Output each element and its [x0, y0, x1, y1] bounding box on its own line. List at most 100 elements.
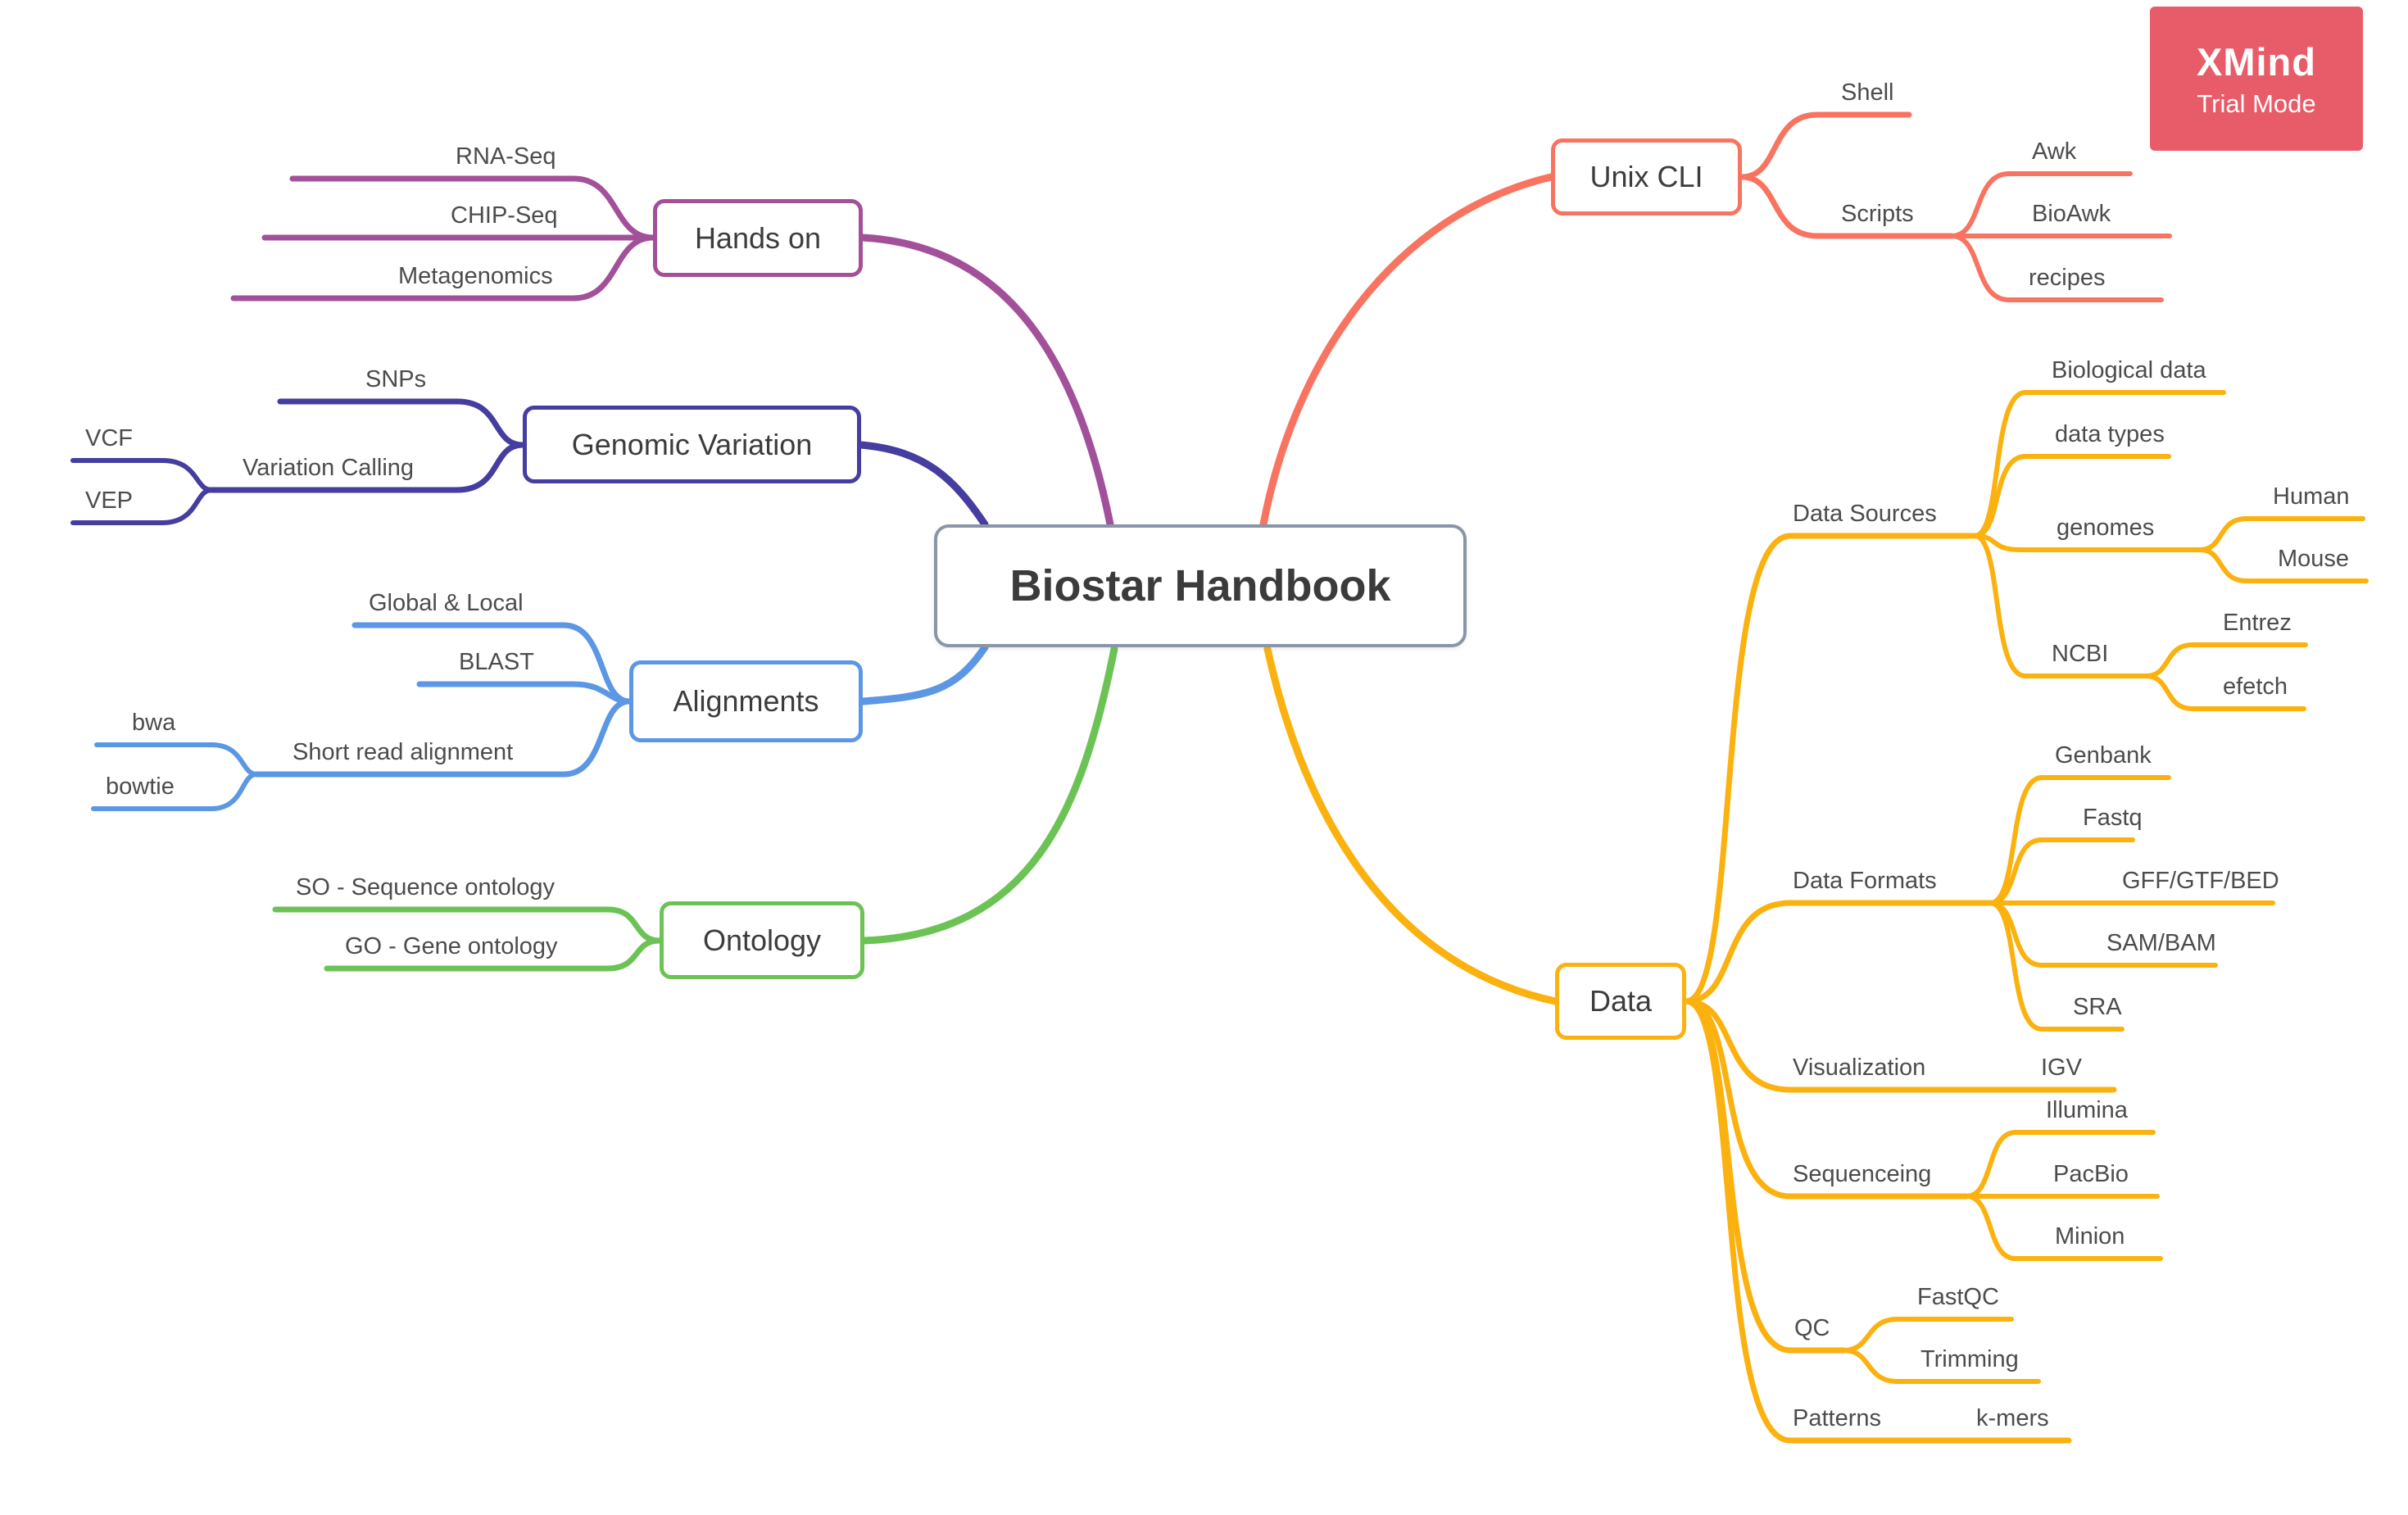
connector-minion — [1964, 1194, 2163, 1261]
topic-k-mers[interactable]: k-mers — [1976, 1405, 2049, 1431]
topic-go-gene-ontology[interactable]: GO - Gene ontology — [345, 933, 558, 959]
topic-igv[interactable]: IGV — [2041, 1055, 2082, 1081]
topic-recipes[interactable]: recipes — [2029, 265, 2106, 291]
connector-short-read-alignment — [253, 698, 633, 778]
topic-visualization[interactable]: Visualization — [1793, 1055, 1926, 1081]
topic-vep[interactable]: VEP — [85, 488, 134, 514]
topic-vcf[interactable]: VCF — [85, 425, 133, 451]
topic-patterns[interactable]: Patterns — [1793, 1405, 1881, 1431]
topic-data-types[interactable]: data types — [2055, 421, 2165, 447]
connector-bwa — [94, 742, 259, 777]
topic-data[interactable]: Data — [1555, 963, 1686, 1040]
connector-efetch — [2143, 674, 2306, 711]
topic-alignments[interactable]: Alignments — [629, 660, 863, 742]
topic-mouse[interactable]: Mouse — [2278, 546, 2350, 572]
topic-data-formats[interactable]: Data Formats — [1793, 868, 1937, 894]
topic-data-sources[interactable]: Data Sources — [1793, 501, 1937, 527]
connector-group-genomic-variation — [70, 398, 989, 528]
topic-entrez[interactable]: Entrez — [2223, 610, 2292, 636]
topic-sam-bam[interactable]: SAM/BAM — [2106, 930, 2216, 956]
topic-biological-data[interactable]: Biological data — [2052, 357, 2206, 383]
connector-sequenceing — [1683, 998, 1970, 1200]
topic-qc[interactable]: QC — [1794, 1315, 1830, 1341]
topic-unix-cli[interactable]: Unix CLI — [1551, 138, 1742, 215]
topic-pacbio[interactable]: PacBio — [2053, 1161, 2129, 1187]
topic-genomes[interactable]: genomes — [2057, 515, 2155, 541]
topic-metagenomics[interactable]: Metagenomics — [398, 263, 553, 289]
connector-genomic-variation-main — [857, 441, 989, 528]
topic-global-local[interactable]: Global & Local — [369, 590, 524, 616]
topic-unix-cli-label: Unix CLI — [1589, 160, 1703, 193]
topic-blast[interactable]: BLAST — [459, 649, 534, 675]
connector-genbank — [1988, 775, 2171, 905]
connector-snps — [277, 398, 526, 448]
topic-variation-calling[interactable]: Variation Calling — [243, 455, 415, 481]
connector-data-formats — [1683, 900, 1993, 1005]
connector-hands-on-main — [859, 234, 1114, 528]
connector-alignments-main — [859, 643, 989, 705]
connector-ncbi — [1972, 533, 2148, 678]
root-topic-label: Biostar Handbook — [1009, 561, 1391, 610]
topic-efetch[interactable]: efetch — [2223, 674, 2288, 700]
connector-vcf — [70, 458, 214, 492]
topic-bioawk[interactable]: BioAwk — [2032, 201, 2111, 227]
topic-fastqc[interactable]: FastQC — [1917, 1284, 1999, 1310]
topic-trimming[interactable]: Trimming — [1921, 1346, 2019, 1372]
connector-group-alignments — [91, 622, 989, 811]
topic-alignments-label: Alignments — [673, 684, 819, 718]
topic-genbank[interactable]: Genbank — [2055, 742, 2152, 769]
topic-awk[interactable]: Awk — [2032, 138, 2077, 165]
topic-scripts[interactable]: Scripts — [1841, 201, 1914, 227]
trial-mode-text: Trial Mode — [2197, 88, 2316, 118]
connector-data-main — [1263, 645, 1559, 1005]
connector-blast — [416, 681, 633, 705]
connector-data-types — [1972, 454, 2171, 538]
topic-chip-seq[interactable]: CHIP-Seq — [451, 202, 558, 229]
connector-entrez — [2143, 642, 2308, 678]
connector-fastqc — [1841, 1317, 2014, 1353]
connector-scripts — [1739, 174, 1955, 239]
connector-metagenomics — [230, 234, 656, 302]
topic-sra[interactable]: SRA — [2073, 994, 2122, 1020]
topic-illumina[interactable]: Illumina — [2046, 1097, 2128, 1123]
topic-human[interactable]: Human — [2273, 483, 2350, 510]
connector-human — [2197, 516, 2365, 552]
topic-rna-seq[interactable]: RNA-Seq — [456, 143, 556, 170]
connector-trimming — [1841, 1348, 2041, 1384]
topic-hands-on[interactable]: Hands on — [653, 199, 863, 277]
connector-mouse — [2197, 547, 2369, 583]
connector-bowtie — [91, 772, 259, 811]
connector-group-ontology — [272, 645, 1118, 972]
connector-visualization — [1683, 998, 2117, 1093]
connector-sra — [1988, 900, 2125, 1032]
topic-data-label: Data — [1589, 984, 1653, 1018]
connector-vep — [70, 488, 214, 525]
topic-shell[interactable]: Shell — [1841, 79, 1894, 106]
root-topic[interactable]: Biostar Handbook — [934, 524, 1467, 647]
topic-bwa[interactable]: bwa — [132, 710, 176, 736]
topic-minion[interactable]: Minion — [2055, 1223, 2125, 1250]
xmind-logo-text: XMind — [2197, 39, 2316, 84]
topic-short-read-alignment[interactable]: Short read alignment — [292, 739, 514, 765]
topic-genomic-variation[interactable]: Genomic Variation — [523, 406, 861, 483]
topic-gff-gtf-bed[interactable]: GFF/GTF/BED — [2122, 868, 2279, 894]
connector-illumina — [1964, 1130, 2156, 1199]
connector-group-hands-on — [230, 175, 1114, 528]
topic-fastq[interactable]: Fastq — [2083, 805, 2143, 831]
topic-so-sequence-ontology[interactable]: SO - Sequence ontology — [296, 874, 555, 900]
topic-bowtie[interactable]: bowtie — [106, 773, 175, 800]
connector-data-sources — [1683, 533, 1978, 1005]
connector-unix-cli-main — [1259, 173, 1555, 528]
connector-fastq — [1988, 837, 2135, 905]
connector-recipes — [1949, 234, 2164, 302]
connector-ontology-main — [860, 645, 1118, 945]
connector-group-unix-cli — [1259, 111, 2172, 528]
topic-ncbi[interactable]: NCBI — [2052, 641, 2109, 667]
xmind-trial-badge: XMind Trial Mode — [2150, 7, 2363, 151]
topic-ontology[interactable]: Ontology — [660, 901, 864, 979]
topic-sequenceing[interactable]: Sequenceing — [1793, 1161, 1932, 1187]
connector-go-gene-ontology — [324, 937, 663, 972]
connector-awk — [1949, 171, 2133, 238]
topic-snps[interactable]: SNPs — [365, 366, 427, 392]
